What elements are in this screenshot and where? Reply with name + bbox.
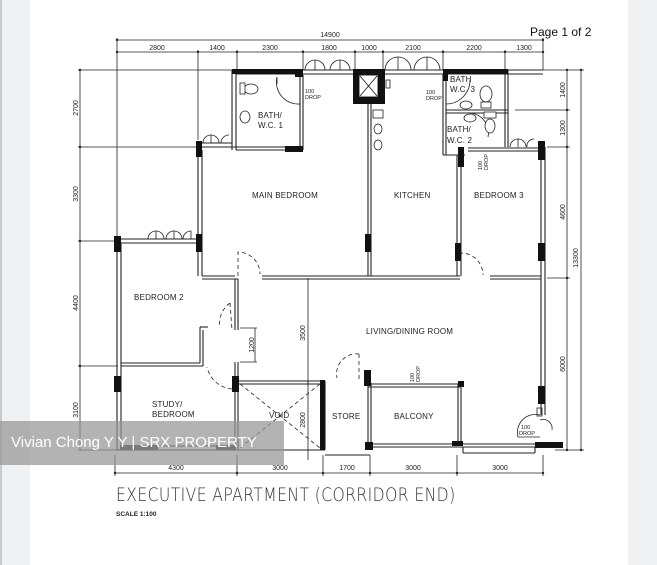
room-label-bedroom-2: BEDROOM 2 [134,293,184,302]
drop-label: DROP [416,366,422,382]
sanitary-fixtures [239,79,497,151]
dim-bottom: 3000 [272,465,288,472]
room-label-bath-wc-1-line2: W.C. 1 [258,121,284,130]
room-label-bath-wc-3: BATH [450,75,472,84]
dim-left: 2700 [73,100,80,116]
entrance-door [517,407,553,438]
room-label-bath-wc-3-line2: W.C. 3 [450,85,476,94]
drop-label: DROP [484,154,490,170]
dim-left: 4400 [73,295,80,311]
dimension-labels: 14900 2800 1400 2300 1800 1000 2100 2200… [73,32,580,472]
dim-top: 1400 [209,45,225,52]
drop-label: DROP [305,95,321,101]
watermark-text: Vivian Chong Y Y | SRX PROPERTY [11,434,257,451]
dim-void: 2800 [300,412,307,428]
dim-left: 3100 [73,402,80,418]
dim-top: 2100 [405,45,421,52]
room-label-main-bedroom: MAIN BEDROOM [252,191,318,200]
service-shaft [358,74,379,98]
dim-top: 1000 [361,45,377,52]
dim-door-gap: 1200 [249,337,256,353]
room-label-bath-wc-2: BATH/ [447,125,472,134]
dim-corridor: 3500 [300,325,307,341]
dim-right: 1400 [560,82,567,98]
dim-top: 2200 [466,45,482,52]
watermark-banner: Vivian Chong Y Y | SRX PROPERTY [0,421,284,465]
drop-label: 100 [521,425,530,431]
dim-right: 6000 [560,356,567,372]
dim-bottom: 1700 [339,465,355,472]
dim-right: 4600 [560,204,567,220]
dim-bottom: 4300 [168,465,184,472]
door-swings [206,251,484,449]
room-label-balcony: BALCONY [394,412,434,421]
dim-right-total: 13300 [573,248,580,268]
room-label-kitchen: KITCHEN [394,191,431,200]
drop-label: 100 [305,89,314,95]
dim-top: 2300 [262,45,278,52]
drop-labels: 100 DROP 100 DROP 100 DROP 100 DROP 100 … [305,89,535,437]
dim-bottom: 3000 [405,465,421,472]
doors [147,56,535,240]
plan-scale: SCALE 1:100 [116,511,157,518]
room-label-study-bedroom-line2: BEDROOM [152,410,195,419]
dim-left: 3300 [73,186,80,202]
drop-label: 100 [410,373,416,382]
room-labels: BATH/ W.C. 1 BATH W.C. 3 BATH/ W.C. 2 MA… [134,75,524,421]
dim-top-total: 14900 [320,32,340,39]
drop-label: DROP [519,431,535,437]
page-indicator: Page 1 of 2 [530,25,592,39]
floor-plan-sheet [30,0,628,565]
drop-label: 100 [426,90,435,96]
room-label-living-dining: LIVING/DINING ROOM [366,327,453,336]
dim-top: 1800 [321,45,337,52]
dim-top: 1300 [516,45,532,52]
plan-title: EXECUTIVE APARTMENT (CORRIDOR END) [116,484,456,506]
room-label-void: VOID [269,411,289,420]
room-label-bath-wc-1: BATH/ [258,111,283,120]
room-label-bath-wc-2-line2: W.C. 2 [447,136,473,145]
dim-right: 1300 [560,120,567,136]
walls [116,69,546,456]
structural-columns [114,69,563,450]
dim-top: 2800 [149,45,165,52]
dimension-lines [78,38,584,476]
drop-label: 100 [478,161,484,170]
dim-bottom: 3000 [492,465,508,472]
room-label-bedroom-3: BEDROOM 3 [474,191,524,200]
viewer-left-edge [0,0,2,565]
room-label-study-bedroom: STUDY/ [152,400,183,409]
drop-label: DROP [426,96,442,102]
room-label-store: STORE [332,412,360,421]
dimension-ticks [78,38,583,475]
